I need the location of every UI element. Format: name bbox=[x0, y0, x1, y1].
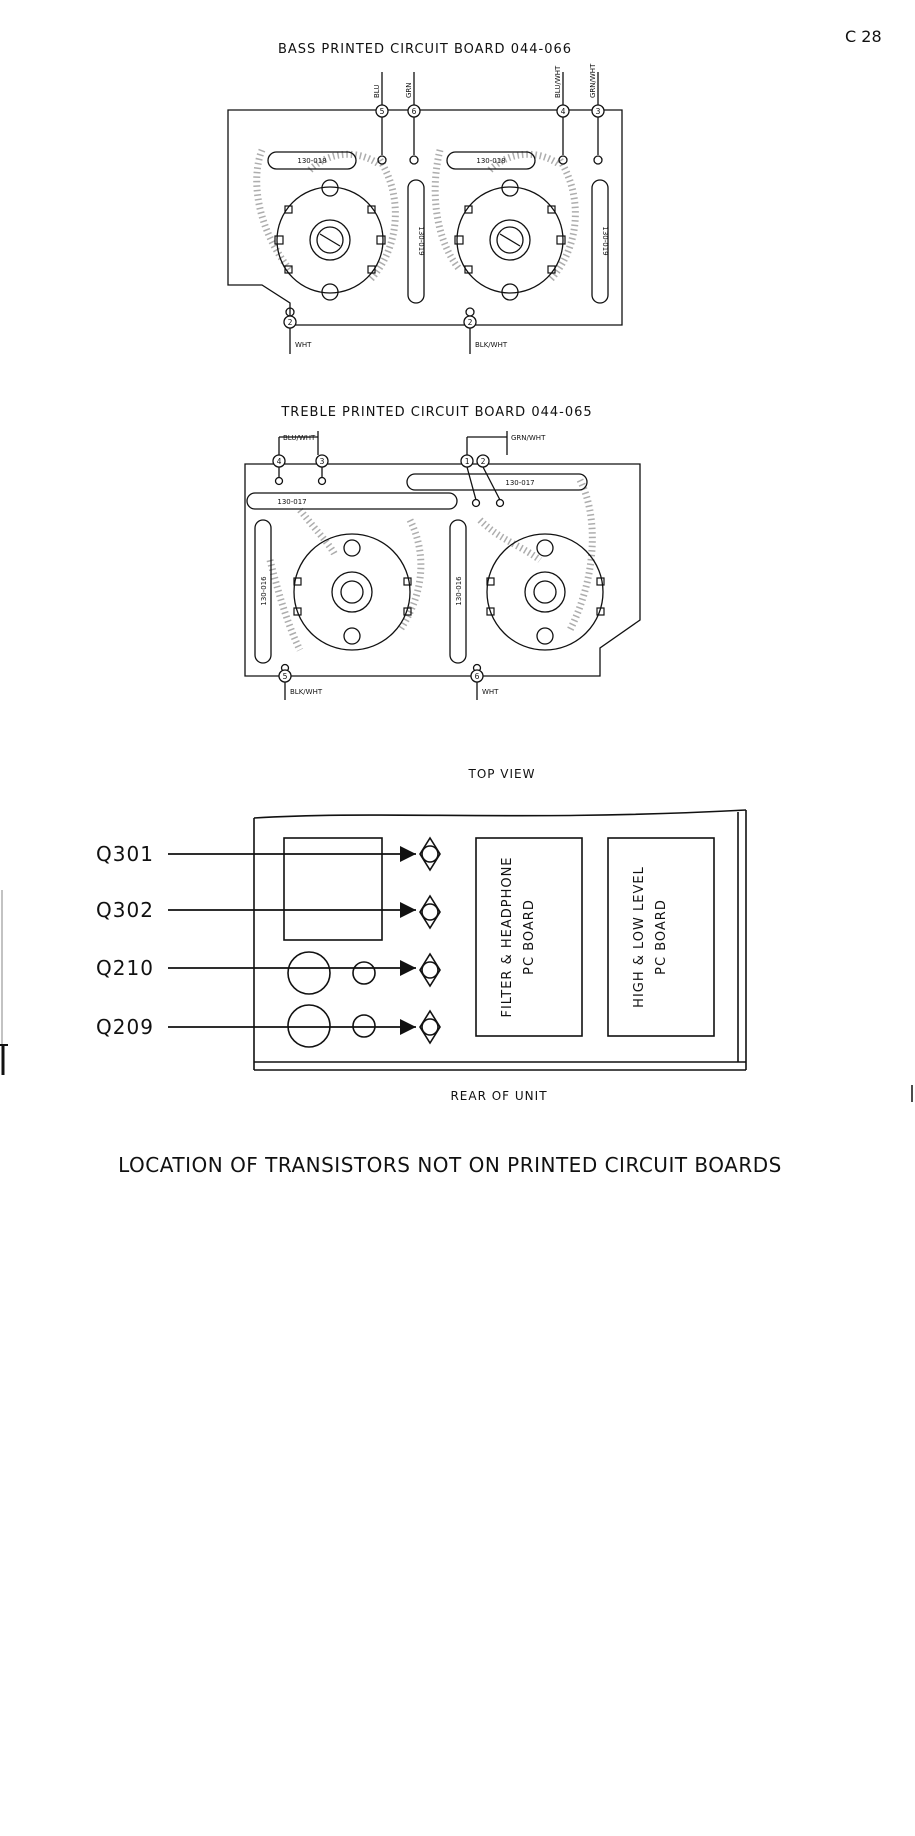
transistor-q302: Q302 bbox=[96, 898, 154, 922]
treble-part-130-016-left: 130-016 bbox=[260, 576, 268, 606]
filter-headphone-pc-board bbox=[475, 837, 583, 1037]
bass-board-labels: 5 6 4 3 BLU GRN BLU/WHT GRN/WHT 2 2 WHT … bbox=[288, 63, 609, 349]
transistor-q209: Q209 bbox=[96, 1015, 154, 1039]
treble-board-labels: 4 3 1 2 BLU/WHT GRN/WHT 5 6 BLK/WHT WHT … bbox=[260, 434, 546, 696]
treble-pin-6: 6 bbox=[475, 672, 480, 681]
treble-board bbox=[244, 431, 641, 700]
bass-part-130-019-left: 130-019 bbox=[417, 226, 425, 255]
bass-board-title: BASS PRINTED CIRCUIT BOARD 044-066 bbox=[278, 42, 572, 57]
chassis bbox=[253, 809, 747, 1071]
scan-margin-marks bbox=[0, 890, 913, 1102]
treble-wire-blk-wht: BLK/WHT bbox=[290, 688, 323, 696]
bass-wire-grn-wht: GRN/WHT bbox=[589, 63, 597, 98]
treble-part-130-017-left: 130-017 bbox=[277, 498, 306, 506]
bass-part-130-019-right: 130-019 bbox=[601, 226, 609, 255]
transistor-arrows bbox=[168, 845, 416, 1036]
transistor-q210: Q210 bbox=[96, 956, 154, 980]
board1-line2: PC BOARD bbox=[522, 899, 537, 975]
bass-wire-wht: WHT bbox=[295, 341, 312, 349]
bass-board bbox=[227, 72, 623, 354]
bass-pin-4: 4 bbox=[561, 107, 566, 116]
bass-part-130-018-left: 130-018 bbox=[297, 157, 326, 165]
treble-part-130-016-right: 130-016 bbox=[455, 576, 463, 606]
treble-pin-5: 5 bbox=[283, 672, 288, 681]
page-number: C 28 bbox=[845, 27, 882, 46]
high-low-level-pc-board bbox=[607, 837, 715, 1037]
treble-wire-grn-wht: GRN/WHT bbox=[511, 434, 546, 442]
treble-board-title: TREBLE PRINTED CIRCUIT BOARD 044-065 bbox=[280, 405, 592, 420]
bass-part-130-018-right: 130-018 bbox=[476, 157, 505, 165]
top-view-label: TOP VIEW bbox=[467, 767, 535, 781]
treble-pin-3: 3 bbox=[320, 457, 325, 466]
bass-wire-grn: GRN bbox=[405, 82, 413, 98]
treble-pin-2: 2 bbox=[481, 457, 486, 466]
treble-part-130-017-right: 130-017 bbox=[505, 479, 534, 487]
bass-wire-blu: BLU bbox=[373, 85, 381, 98]
bass-pin-2a: 2 bbox=[288, 318, 293, 327]
transistor-q301: Q301 bbox=[96, 842, 154, 866]
board2-line2: PC BOARD bbox=[654, 899, 669, 975]
board2-line1: HIGH & LOW LEVEL bbox=[632, 866, 647, 1008]
pc-board-labels: FILTER & HEADPHONE PC BOARD HIGH & LOW L… bbox=[500, 856, 669, 1017]
treble-wire-wht: WHT bbox=[482, 688, 499, 696]
bass-wire-blk-wht: BLK/WHT bbox=[475, 341, 508, 349]
treble-pin-4: 4 bbox=[277, 457, 282, 466]
bass-pin-3: 3 bbox=[596, 107, 601, 116]
figure-caption: LOCATION OF TRANSISTORS NOT ON PRINTED C… bbox=[118, 1153, 782, 1177]
bass-wire-blu-wht: BLU/WHT bbox=[554, 65, 562, 98]
treble-pin-1: 1 bbox=[465, 457, 470, 466]
bass-pin-6: 6 bbox=[412, 107, 417, 116]
board1-line1: FILTER & HEADPHONE bbox=[500, 856, 515, 1017]
bass-pin-2b: 2 bbox=[468, 318, 473, 327]
rear-of-unit-label: REAR OF UNIT bbox=[450, 1089, 547, 1103]
bass-pin-5: 5 bbox=[380, 107, 385, 116]
transistor-labels: Q301 Q302 Q210 Q209 bbox=[96, 842, 154, 1039]
treble-wire-blu-wht: BLU/WHT bbox=[283, 434, 316, 442]
